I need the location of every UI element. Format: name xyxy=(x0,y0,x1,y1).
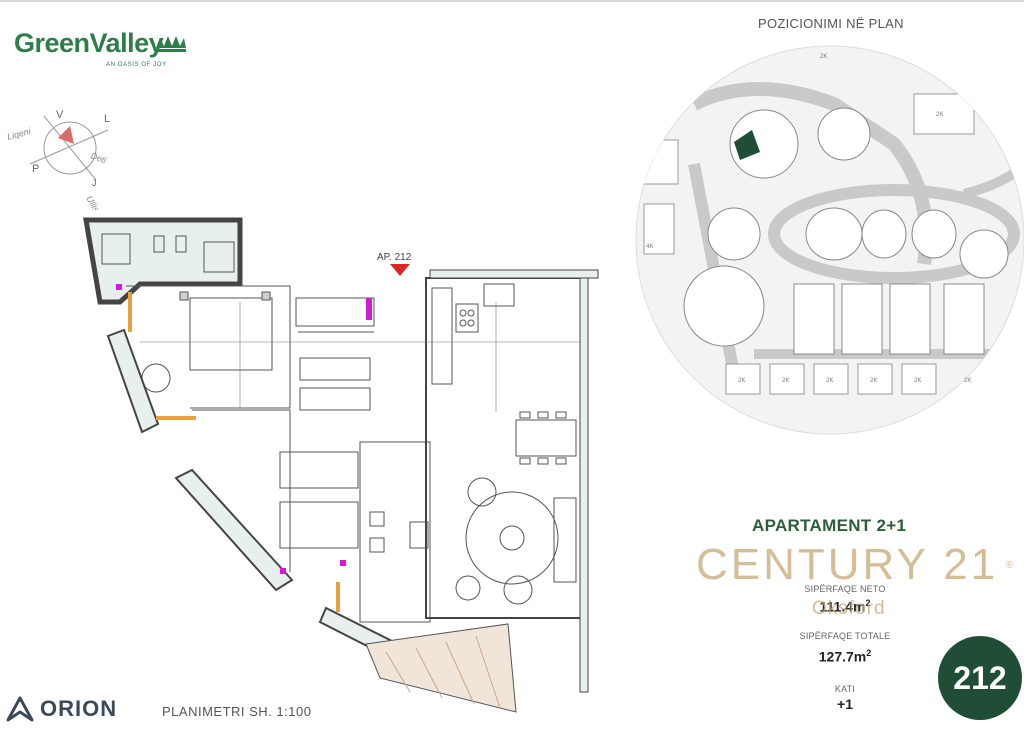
plot-label: 2K xyxy=(936,112,943,118)
compass-lake-label: Liqeni xyxy=(6,126,33,142)
brand-logo: GreenValley AN OASIS OF JOY xyxy=(14,28,186,68)
floor-label: KATI xyxy=(834,684,856,694)
site-plan-map: 2K 2K 4K 2K 2K 2K 2K 2K 2K xyxy=(635,45,1024,435)
compass-east: L xyxy=(104,113,110,125)
developer-name: ORION xyxy=(40,696,118,721)
crown-icon xyxy=(156,36,186,52)
plot-label: 2K xyxy=(738,378,745,384)
brand-tagline: AN OASIS OF JOY xyxy=(106,62,167,68)
compass-needle-icon xyxy=(58,126,74,144)
compass-south: J xyxy=(92,178,97,188)
orion-logo-icon xyxy=(6,696,34,722)
compass-west: P xyxy=(32,163,39,175)
watermark-subtext: Oksford xyxy=(812,598,886,619)
total-area-label: SIPËRFAQE TOTALE xyxy=(799,631,891,641)
apartment-number-badge: 212 xyxy=(938,636,1022,720)
plan-scale: PLANIMETRI SH. 1:100 xyxy=(162,704,312,719)
top-divider xyxy=(0,0,1024,2)
compass-sea-label: Deti xyxy=(89,150,108,165)
watermark-text: CENTURY 21 xyxy=(696,540,999,589)
plot-label: 2K xyxy=(826,378,833,384)
net-area-label: SIPËRFAQE NETO xyxy=(804,584,886,594)
compass-rose: V L P J Liqeni Deti Ullishte xyxy=(6,109,110,210)
total-area-value: 127.7m2 xyxy=(818,648,872,665)
apartment-marker-label: AP. 212 xyxy=(377,252,412,263)
watermark-registered: ® xyxy=(1006,560,1014,571)
plot-label: 2K xyxy=(870,378,877,384)
floor-value: +1 xyxy=(837,696,853,712)
compass-north: V xyxy=(56,109,64,121)
apartment-location-icon xyxy=(734,130,760,160)
plot-label: 2K xyxy=(782,378,789,384)
apartment-marker-icon xyxy=(390,264,410,276)
plot-label: 2K xyxy=(914,378,921,384)
floor-plan xyxy=(83,217,599,713)
position-title: POZICIONIMI NË PLAN xyxy=(758,16,904,31)
net-area-value: 111.4m2 xyxy=(819,598,871,615)
plot-label: 4K xyxy=(646,244,653,250)
plot-label: 2K xyxy=(820,54,827,60)
plot-label: 2K xyxy=(964,378,971,384)
apartment-type: APARTAMENT 2+1 xyxy=(752,516,907,535)
developer-logo: ORION xyxy=(4,694,116,729)
compass-olive-label: Ullishte xyxy=(84,194,107,210)
brand-name: GreenValley xyxy=(14,28,164,58)
